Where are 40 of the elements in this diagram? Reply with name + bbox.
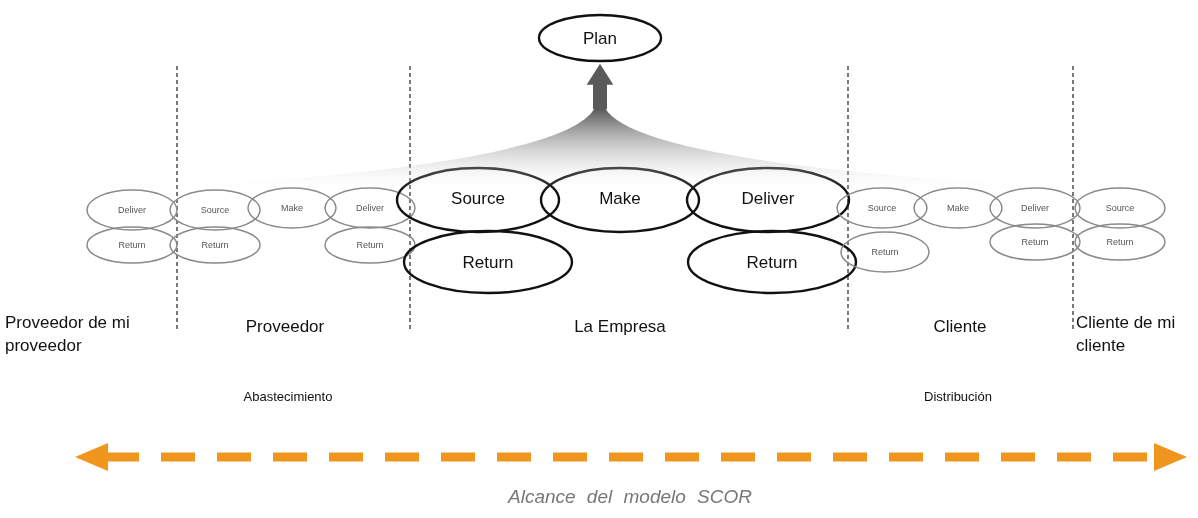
node-label: Source: [867, 203, 897, 213]
node-label: Source: [1105, 203, 1135, 213]
node-label: Return: [201, 240, 229, 250]
ellipse-node: [86, 226, 178, 264]
node-label: Return: [356, 240, 384, 250]
node-label: Deliver: [356, 203, 384, 213]
node-label: Make: [599, 189, 641, 207]
ellipse-node: [86, 189, 178, 231]
node-label: Deliver: [118, 205, 146, 215]
node-label: Plan: [583, 29, 617, 47]
region-label: Distribución: [923, 388, 993, 406]
node-label: Return: [1021, 237, 1049, 247]
node-label: Source: [200, 205, 230, 215]
region-label: Cliente de mi cliente: [1076, 312, 1177, 357]
node-label: Return: [462, 253, 514, 271]
ellipse-node: [1074, 187, 1166, 229]
region-label: Proveedor: [244, 316, 326, 338]
node-label: Return: [118, 240, 146, 250]
ellipse-node: [989, 223, 1081, 261]
region-label: La Empresa: [573, 316, 667, 338]
node-label: Return: [1106, 237, 1134, 247]
node-label: Deliver: [1021, 203, 1049, 213]
node-label: Make: [947, 203, 969, 213]
ellipse-node: [840, 231, 930, 273]
ellipse-node: [687, 230, 857, 294]
region-label: Proveedor de mi proveedor: [5, 312, 131, 357]
node-label: Return: [746, 253, 798, 271]
ellipse-node: [538, 14, 662, 62]
node-label: Deliver: [741, 189, 795, 207]
node-label: Source: [451, 189, 505, 207]
ellipse-node: [324, 226, 416, 264]
node-label: Return: [871, 247, 899, 257]
ellipse-node: [169, 226, 261, 264]
ellipse-node: [403, 230, 573, 294]
node-label: Make: [281, 203, 303, 213]
region-label: Cliente: [932, 316, 988, 338]
ellipse-node: [1074, 223, 1166, 261]
arrow: [586, 63, 614, 109]
region-label: Abastecimiento: [242, 388, 334, 406]
caption-text: Alcance del modelo SCOR: [506, 485, 753, 509]
